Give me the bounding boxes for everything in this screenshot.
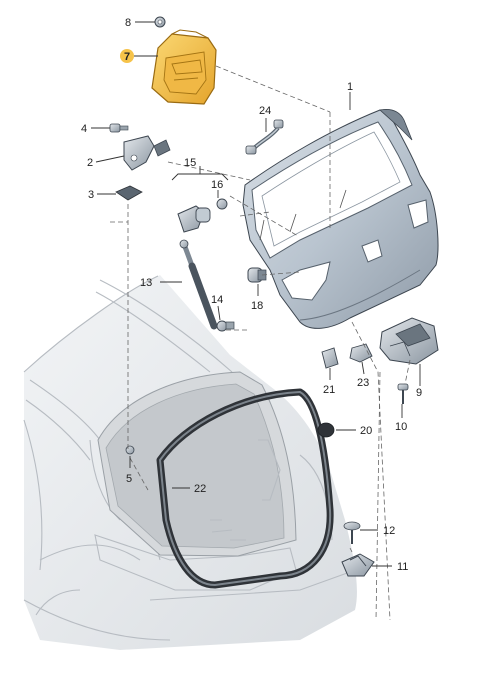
lock	[379, 317, 439, 365]
label-1: 1	[347, 81, 353, 93]
label-7-highlight	[120, 49, 134, 63]
tailgate	[242, 109, 439, 329]
label-14: 14	[211, 294, 223, 306]
leader-lines	[91, 21, 421, 567]
label-21: 21	[323, 384, 335, 396]
label-24: 24	[259, 105, 271, 117]
car-body	[23, 275, 357, 650]
bolt	[109, 123, 129, 133]
bolt-16	[216, 198, 228, 210]
label-22: 22	[194, 483, 206, 495]
bolt-5	[125, 445, 135, 455]
label-2: 2	[87, 157, 93, 169]
bolt-12	[343, 521, 361, 544]
label-5: 5	[126, 473, 132, 485]
door-seal	[156, 388, 334, 589]
cover-highlighted	[151, 29, 217, 105]
label-18: 18	[251, 300, 263, 312]
buffer-23	[349, 343, 373, 363]
label-20: 20	[360, 425, 372, 437]
buffer-21	[321, 347, 339, 369]
grommet	[317, 422, 335, 438]
striker	[341, 553, 375, 577]
assembly-lines	[110, 65, 411, 621]
label-13: 13	[140, 277, 152, 289]
ball-stud-assembly	[177, 205, 211, 233]
label-10: 10	[395, 421, 407, 433]
label-8: 8	[125, 17, 131, 29]
hinge	[123, 135, 171, 171]
label-23: 23	[357, 377, 369, 389]
clip	[216, 320, 235, 332]
nut	[154, 16, 166, 28]
label-11: 11	[397, 561, 408, 573]
gas-strut	[179, 239, 218, 330]
cable	[245, 119, 284, 155]
part-labels: 8 7 4 2 3 1 24 15 16 13 14 18 21 23 9 10…	[81, 17, 422, 573]
screw	[397, 383, 409, 404]
label-12: 12	[383, 525, 395, 537]
label-16: 16	[211, 179, 223, 191]
label-15: 15	[184, 157, 196, 169]
label-9: 9	[416, 387, 422, 399]
label-7: 7	[124, 51, 130, 63]
label-4: 4	[81, 123, 87, 135]
label-3: 3	[88, 189, 94, 201]
gasket	[115, 185, 143, 201]
